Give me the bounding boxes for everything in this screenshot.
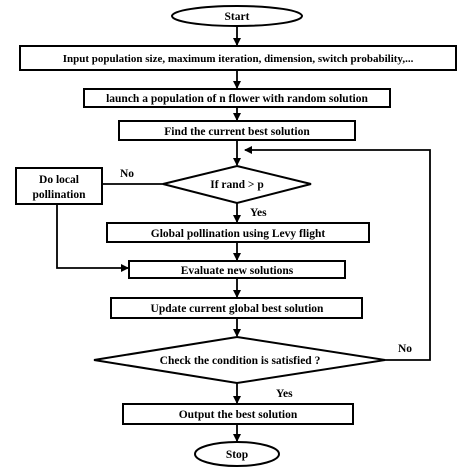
node-decision-rand-label: If rand > p bbox=[210, 179, 264, 191]
node-local-label-line1: Do local bbox=[39, 174, 79, 186]
node-launch-label: launch a population of n flower with ran… bbox=[106, 93, 368, 105]
edge-label-rand-no: No bbox=[120, 168, 134, 180]
node-launch: launch a population of n flower with ran… bbox=[83, 88, 391, 108]
node-decision-rand: If rand > p bbox=[162, 164, 312, 205]
edge-local-evaluate bbox=[56, 204, 129, 272]
edge-labels: No Yes No Yes bbox=[120, 168, 412, 400]
node-local-label-line2: pollination bbox=[32, 189, 86, 201]
edge-check-loop-back bbox=[244, 146, 431, 361]
node-local: Do local pollination bbox=[15, 167, 103, 205]
edge-label-check-yes: Yes bbox=[276, 388, 293, 400]
node-evaluate: Evaluate new solutions bbox=[128, 260, 346, 279]
node-update: Update current global best solution bbox=[110, 297, 363, 319]
node-find-best: Find the current best solution bbox=[118, 120, 356, 141]
node-evaluate-label: Evaluate new solutions bbox=[181, 265, 294, 277]
node-start-label: Start bbox=[225, 11, 250, 23]
node-input-label: Input population size, maximum iteration… bbox=[63, 53, 414, 65]
node-check-label: Check the condition is satisfied ? bbox=[160, 355, 321, 367]
node-output: Output the best solution bbox=[122, 403, 354, 425]
edge-label-check-no: No bbox=[398, 343, 412, 355]
node-start: Start bbox=[171, 5, 303, 27]
node-update-label: Update current global best solution bbox=[151, 303, 325, 315]
node-find-best-label: Find the current best solution bbox=[164, 126, 310, 138]
node-global-label: Global pollination using Levy flight bbox=[151, 228, 326, 240]
node-check: Check the condition is satisfied ? bbox=[93, 335, 386, 385]
node-stop: Stop bbox=[194, 441, 280, 467]
node-global: Global pollination using Levy flight bbox=[106, 222, 370, 243]
node-output-label: Output the best solution bbox=[179, 409, 298, 421]
edge-label-rand-yes: Yes bbox=[250, 207, 267, 219]
node-input: Input population size, maximum iteration… bbox=[19, 45, 457, 71]
node-stop-label: Stop bbox=[226, 449, 248, 461]
